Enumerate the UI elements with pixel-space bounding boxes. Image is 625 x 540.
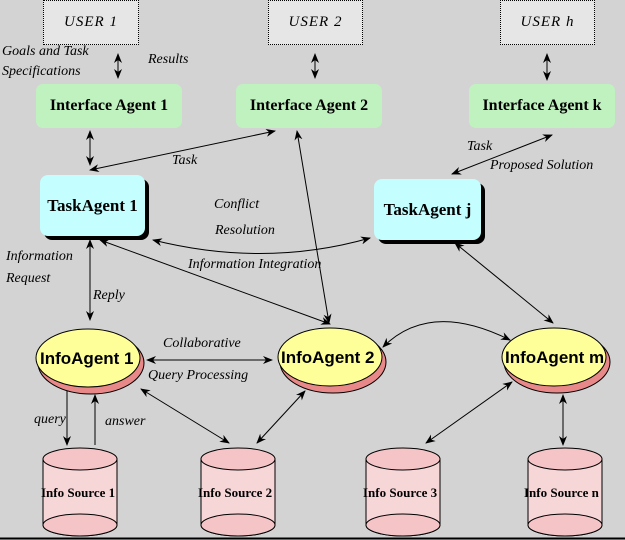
info-agent-2[interactable]: InfoAgent 2 [277, 327, 387, 394]
edge-conflict-resolution [152, 236, 371, 255]
user-2-label: USER 2 [288, 14, 343, 30]
edge-taskj-infoagentm [454, 242, 554, 324]
label-conflict: Conflict [214, 197, 260, 212]
edge-infoagentm-source3 [425, 381, 513, 444]
info-source-1-label: Info Source 1 [41, 485, 115, 500]
info-source-1[interactable]: Info Source 1 [41, 447, 118, 537]
user-1-label: USER 1 [64, 14, 118, 30]
label-goals-line2: Specifications [2, 64, 81, 79]
label-proposed-solution: Proposed Solution [490, 158, 594, 173]
info-source-3-label: Info Source 3 [363, 485, 438, 500]
user-h-box[interactable]: USER h [500, 0, 595, 45]
edge-infoagent1-source2 [140, 388, 230, 444]
interface-agent-2-label: Interface Agent 2 [249, 97, 369, 114]
info-agent-m[interactable]: InfoAgent m [501, 327, 611, 394]
info-agent-m-label: InfoAgent m [505, 348, 604, 367]
info-agent-1-label: InfoAgent 1 [40, 349, 134, 368]
edge-infoagent2-source2 [256, 390, 306, 444]
interface-agent-1-label: Interface Agent 1 [49, 97, 169, 114]
info-agent-2-label: InfoAgent 2 [281, 348, 375, 367]
edge-infoagent2-infoagentm [382, 321, 511, 348]
info-agent-1[interactable]: InfoAgent 1 [35, 328, 145, 395]
label-information: Information [6, 249, 73, 264]
info-source-n-label: Info Source n [524, 485, 600, 500]
info-source-2-label: Info Source 2 [198, 485, 272, 500]
user-1-box[interactable]: USER 1 [43, 0, 139, 45]
label-query: query [34, 412, 66, 427]
label-query-processing: Query Processing [148, 368, 249, 383]
user-h-label: USER h [520, 14, 575, 30]
task-agent-j[interactable]: TaskAgent j [374, 179, 481, 240]
edge-task1-infoagent2 [99, 239, 331, 325]
interface-agent-2[interactable]: Interface Agent 2 [236, 84, 382, 128]
label-request: Request [6, 271, 51, 286]
label-information-integration: Information Integration [188, 257, 322, 272]
interface-agent-1[interactable]: Interface Agent 1 [36, 84, 182, 128]
edge-iface2-infoagent2 [294, 130, 332, 324]
label-goals-line1: Goals and Task [2, 44, 89, 59]
edge-task1-iface2 [89, 128, 276, 173]
interface-agent-k[interactable]: Interface Agent k [469, 84, 615, 128]
label-results: Results [148, 52, 189, 67]
info-source-3[interactable]: Info Source 3 [363, 447, 441, 537]
task-agent-j-label: TaskAgent j [383, 199, 472, 219]
info-source-2[interactable]: Info Source 2 [198, 447, 276, 537]
connectors [63, 53, 567, 446]
info-source-n[interactable]: Info Source n [524, 447, 603, 537]
label-answer: answer [105, 414, 146, 429]
task-agent-1[interactable]: TaskAgent 1 [40, 175, 145, 236]
label-collaborative: Collaborative [163, 336, 241, 351]
label-task-right: Task [467, 139, 493, 154]
task-agent-1-label: TaskAgent 1 [47, 195, 138, 215]
label-task-left: Task [172, 153, 198, 168]
interface-agent-k-label: Interface Agent k [482, 97, 602, 114]
label-reply: Reply [93, 288, 125, 303]
label-resolution: Resolution [215, 223, 275, 238]
edge-ifacek-taskj [451, 134, 553, 175]
user-2-box[interactable]: USER 2 [268, 0, 363, 45]
